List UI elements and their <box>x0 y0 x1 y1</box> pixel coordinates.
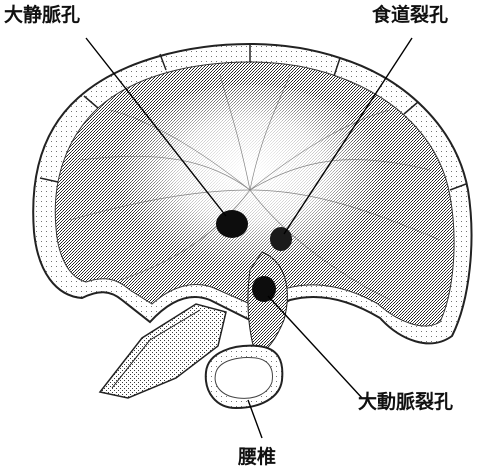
aortic-hiatus <box>252 276 276 302</box>
esophageal-hiatus <box>270 227 292 251</box>
lumbar-vertebra-body-face <box>215 358 272 399</box>
label-aortic-hiatus: 大動脈裂孔 <box>358 393 453 412</box>
vena-caval-foramen <box>216 210 248 238</box>
label-lumbar-vertebra: 腰椎 <box>238 448 276 467</box>
central-tendon <box>115 85 385 275</box>
label-vena-caval-foramen: 大静脈孔 <box>4 6 80 25</box>
label-esophageal-hiatus: 食道裂孔 <box>372 6 448 25</box>
